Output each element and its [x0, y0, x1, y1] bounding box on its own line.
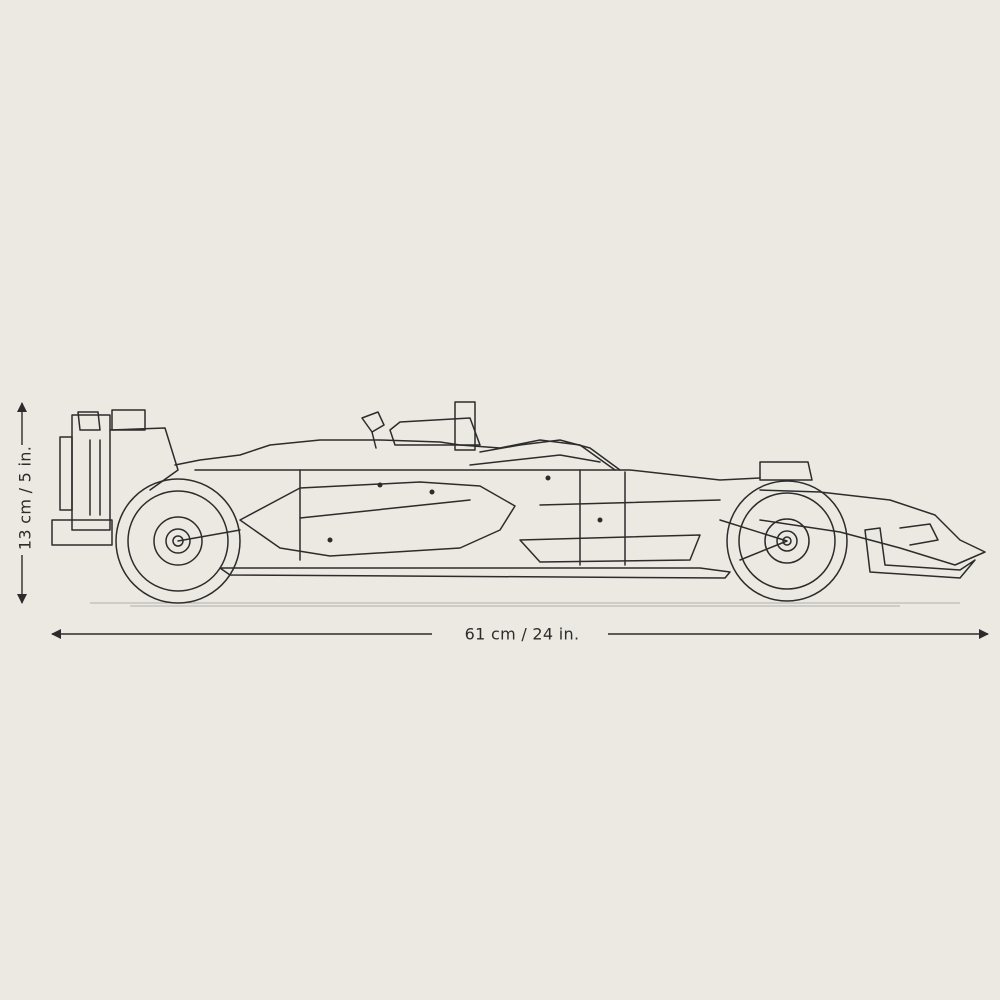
ground-line: [90, 602, 960, 607]
length-dimension-label: 61 cm / 24 in.: [458, 624, 586, 644]
race-car-side-view-sketch: [51, 401, 986, 604]
height-dimension-label: 13 cm / 5 in.: [15, 445, 35, 551]
